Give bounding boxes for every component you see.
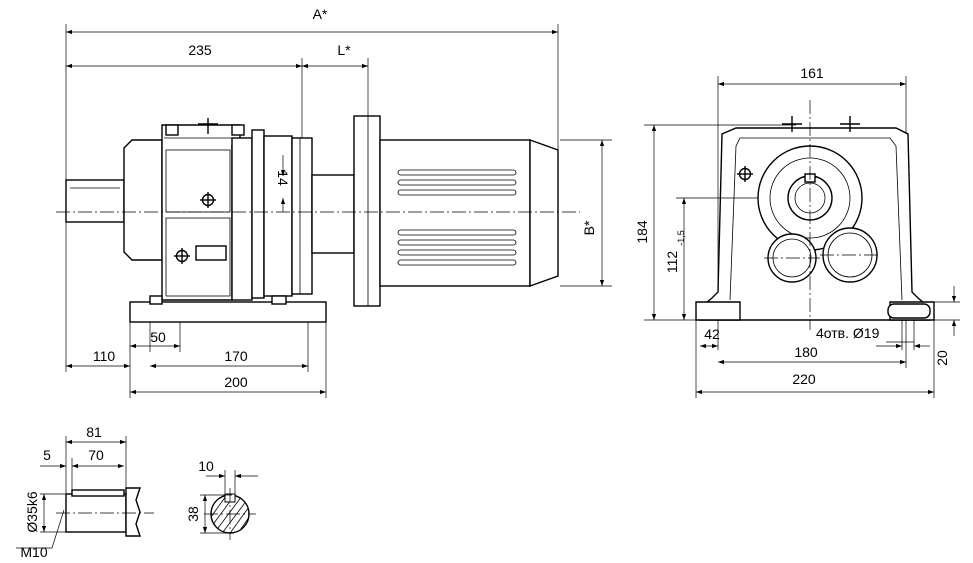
dim-b-label: B* bbox=[581, 220, 597, 235]
stage-housing bbox=[231, 137, 253, 301]
motor-flange bbox=[353, 115, 381, 307]
front-cover bbox=[123, 139, 163, 261]
dim-110-label: 110 bbox=[93, 348, 116, 364]
dim-81-label: 81 bbox=[86, 424, 102, 440]
dim-184-label: 184 bbox=[634, 220, 650, 244]
dim-70-label: 70 bbox=[88, 447, 104, 463]
dim-112-label: 112 bbox=[664, 251, 680, 274]
fan-cover bbox=[529, 139, 559, 287]
motor-neck bbox=[311, 174, 355, 254]
motor-body bbox=[379, 139, 531, 287]
front-view: 161 184 112 -1,5 42 4отв. Ø19 180 220 bbox=[634, 65, 960, 398]
gearbox-housing bbox=[161, 124, 241, 301]
dim-161-label: 161 bbox=[800, 65, 824, 81]
dim-200-label: 200 bbox=[224, 374, 248, 390]
side-view: A* 235 L* 14 B* 50 110 170 200 bbox=[56, 6, 612, 398]
mounting-foot-hole bbox=[887, 303, 931, 319]
dim-220-label: 220 bbox=[792, 371, 816, 387]
dim-180-label: 180 bbox=[794, 344, 818, 360]
dim-l-label: L* bbox=[337, 42, 351, 58]
dim-10-label: 10 bbox=[198, 458, 214, 474]
dim-42-label: 42 bbox=[704, 326, 720, 342]
holes-note: 4отв. Ø19 bbox=[816, 325, 880, 341]
dim-112-tolerance: -1,5 bbox=[676, 230, 686, 246]
dim-50-label: 50 bbox=[150, 329, 166, 345]
dim-14-label: 14 bbox=[275, 170, 291, 186]
base-plate bbox=[129, 301, 327, 323]
dim-235-label: 235 bbox=[188, 42, 212, 58]
dim-170-label: 170 bbox=[224, 348, 248, 364]
keyway-section: 10 38 bbox=[185, 458, 258, 540]
output-shaft bbox=[65, 179, 125, 223]
dim-5-label: 5 bbox=[43, 447, 51, 463]
thread-label: M10 bbox=[20, 544, 47, 560]
shaft-detail: 81 70 5 Ø35k6 M10 bbox=[16, 424, 154, 560]
cooling-ribs bbox=[397, 169, 517, 266]
dim-20-label: 20 bbox=[934, 350, 950, 366]
dim-a-label: A* bbox=[313, 6, 328, 22]
dim-38-label: 38 bbox=[185, 506, 201, 522]
dim-shaft-dia-label: Ø35k6 bbox=[24, 491, 40, 532]
